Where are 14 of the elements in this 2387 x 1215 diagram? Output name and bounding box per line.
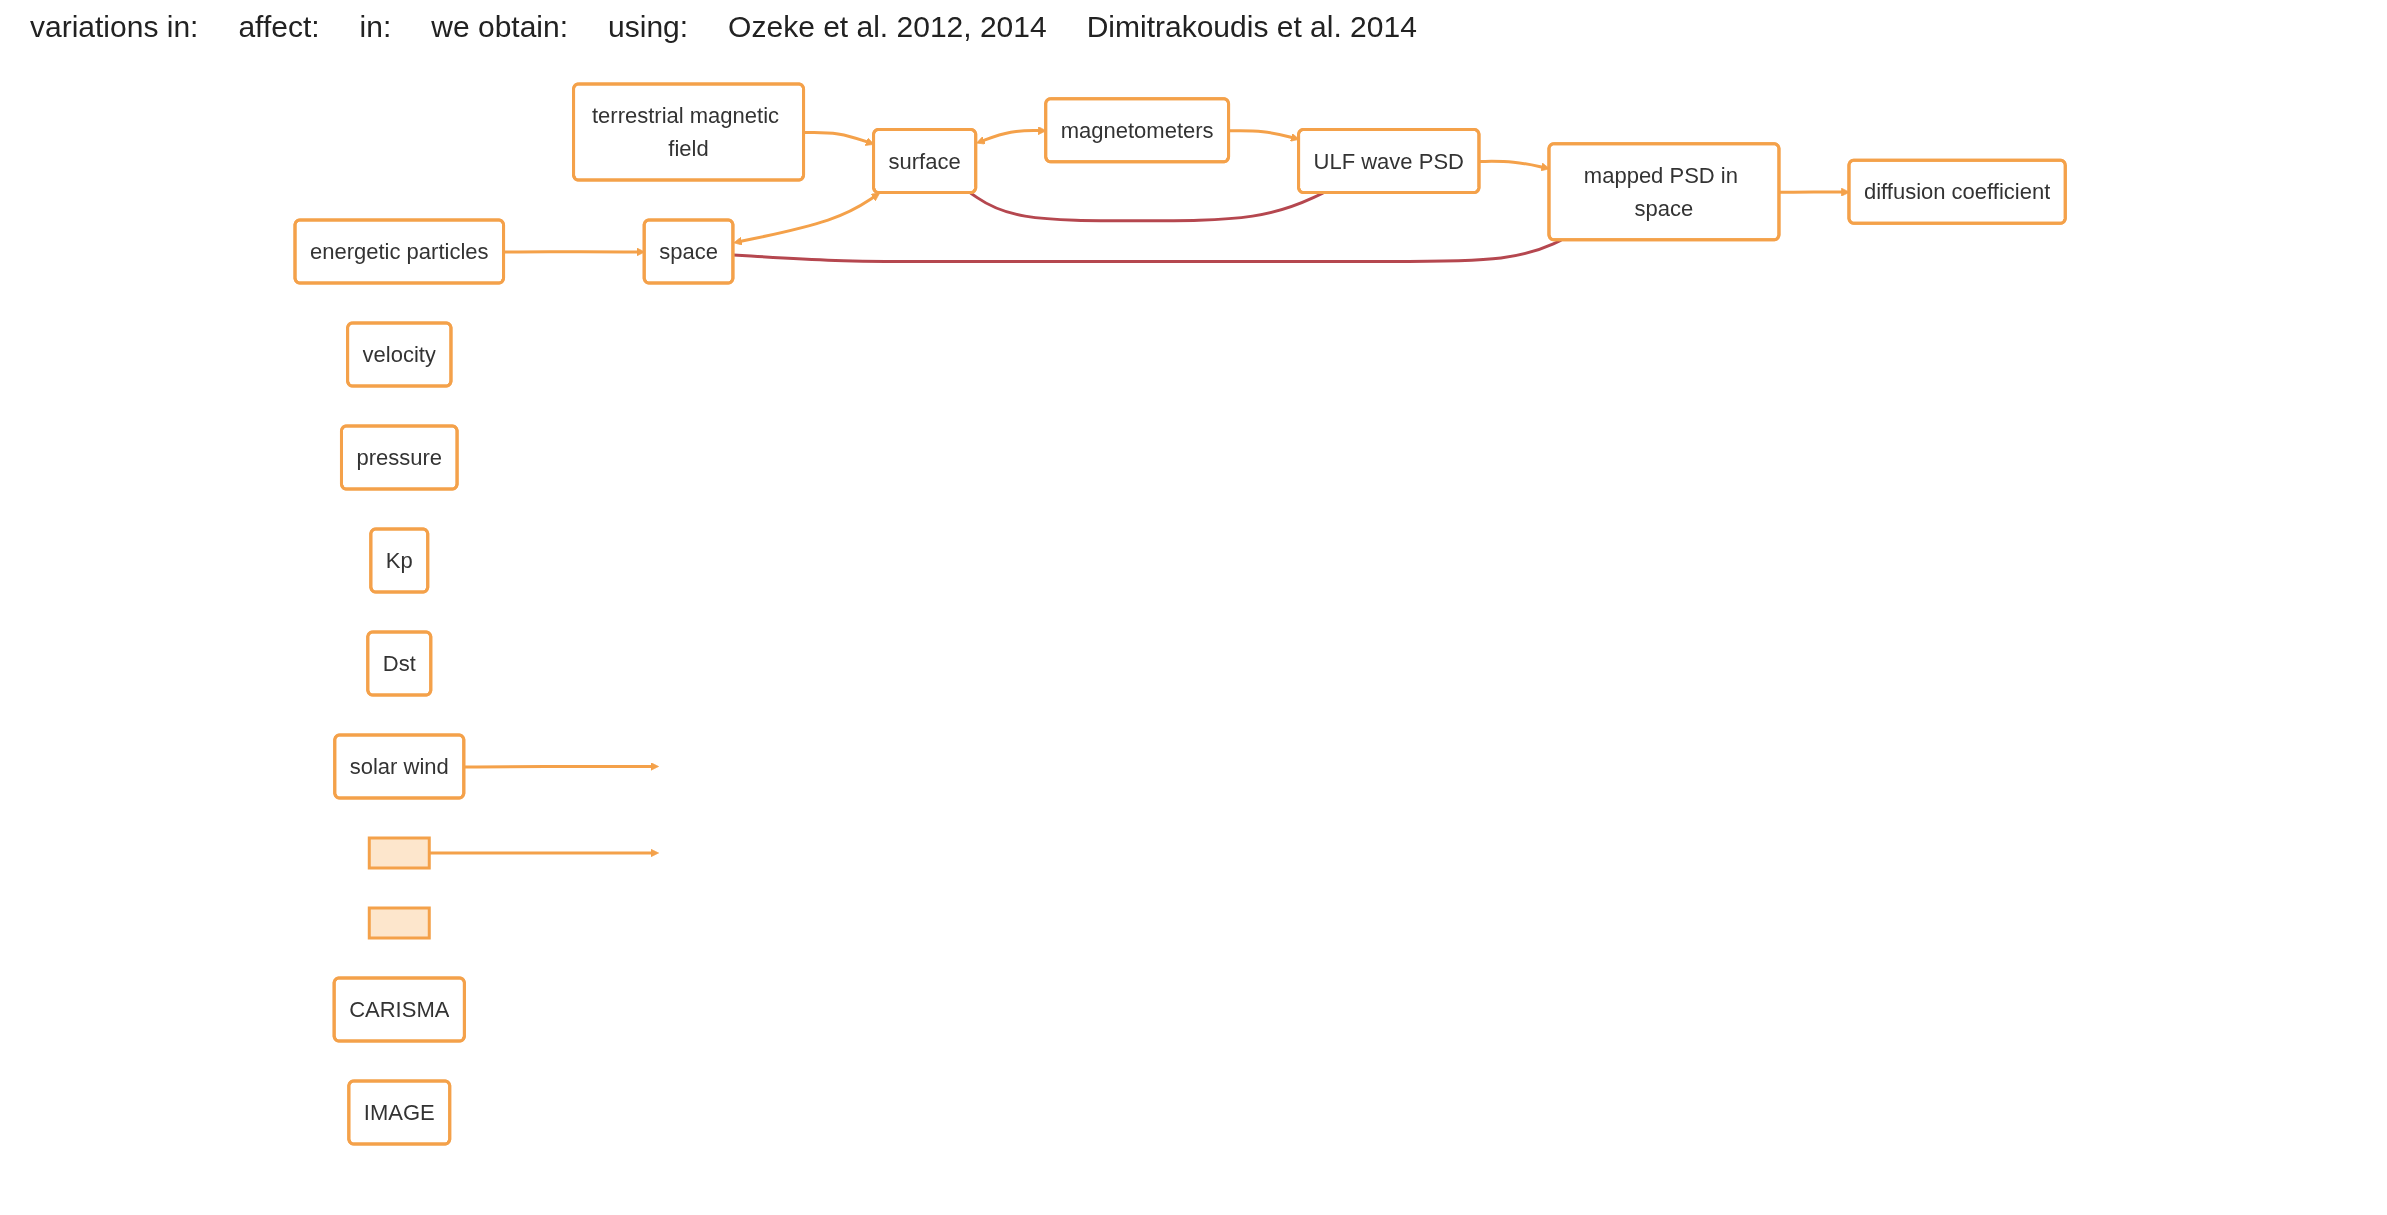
arrow xyxy=(733,192,880,246)
note-text: we obtain: xyxy=(431,10,569,44)
note-text: in: xyxy=(359,10,392,44)
note-text: variations in: xyxy=(30,10,199,44)
note-text: Ozeke et al. 2012, 2014 xyxy=(728,10,1047,44)
arrow xyxy=(429,848,659,858)
node-bar xyxy=(367,906,431,940)
arrow xyxy=(464,762,659,771)
node-bar xyxy=(367,836,431,870)
note-text: affect: xyxy=(238,10,320,44)
arrow xyxy=(503,247,645,257)
note-text: Dimitrakoudis et al. 2014 xyxy=(1086,10,1417,44)
connector xyxy=(969,191,1324,223)
note-text: using: xyxy=(608,10,689,44)
